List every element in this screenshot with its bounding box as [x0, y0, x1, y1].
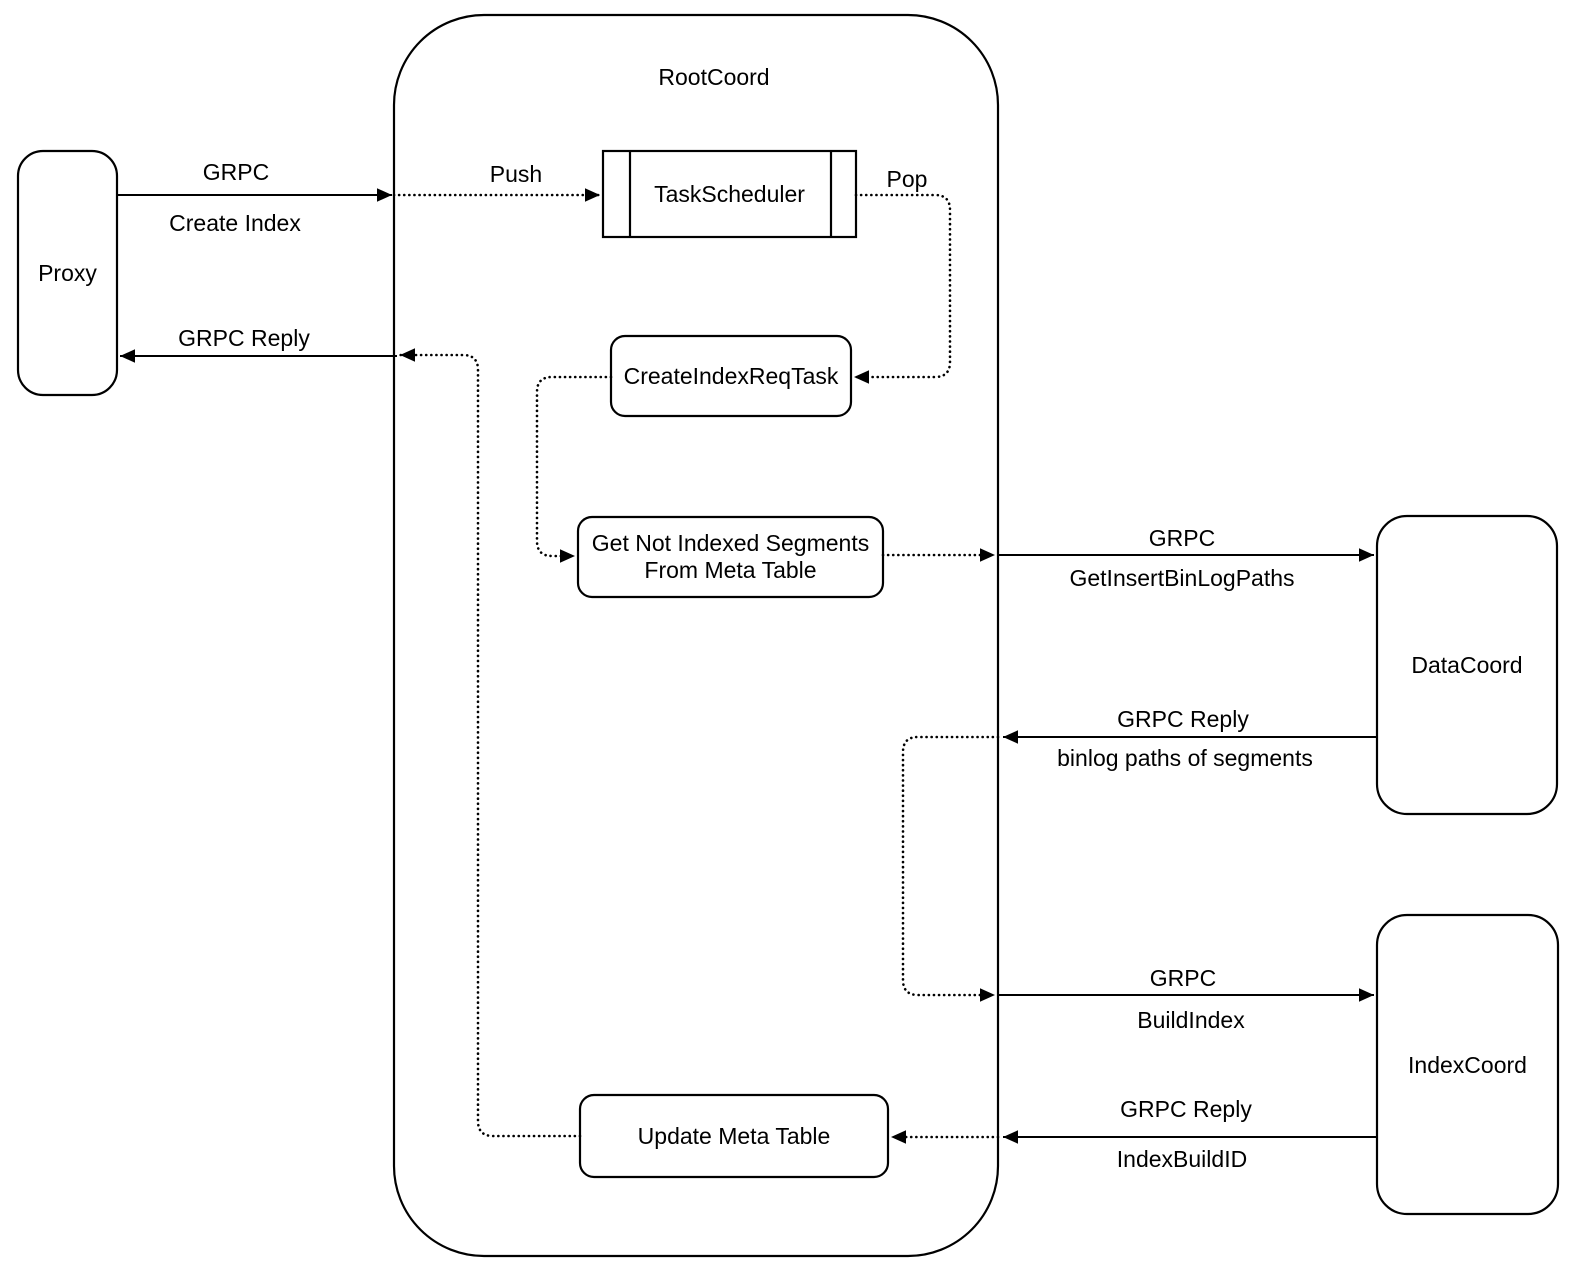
- edge-pop-label: Pop: [887, 166, 928, 192]
- edge-push-label: Push: [490, 161, 542, 187]
- edge-pop: [852, 193, 952, 384]
- rootcoord-label: RootCoord: [658, 64, 769, 90]
- edge-update-meta-to-reply: [398, 348, 582, 1138]
- edge-index-build-id-reply-protocol: GRPC Reply: [1120, 1096, 1252, 1122]
- indexcoord-node: [1375, 913, 1560, 1216]
- indexcoord-label: IndexCoord: [1408, 1052, 1527, 1078]
- edge-build-index-protocol: GRPC: [1150, 965, 1216, 991]
- edge-reply-to-build-index-loop: [901, 735, 1000, 1002]
- edge-get-insert-binlog-paths-protocol: GRPC: [1149, 525, 1215, 551]
- edge-grpc-reply-to-proxy-protocol: GRPC Reply: [178, 325, 310, 351]
- update-meta-table-label: Update Meta Table: [638, 1123, 831, 1149]
- create-index-req-task-label: CreateIndexReqTask: [624, 363, 839, 389]
- edge-get-insert-binlog-paths-method: GetInsertBinLogPaths: [1069, 565, 1294, 591]
- get-not-indexed-segments-label-line1: Get Not Indexed Segments: [592, 530, 869, 556]
- task-scheduler-node: [601, 149, 858, 239]
- edge-grpc-create-index-method: Create Index: [169, 210, 301, 236]
- edge-build-index-method: BuildIndex: [1137, 1007, 1245, 1033]
- get-not-indexed-segments-node: [576, 515, 885, 599]
- datacoord-label: DataCoord: [1411, 652, 1522, 678]
- datacoord-node: [1375, 514, 1559, 816]
- proxy-label: Proxy: [38, 260, 97, 286]
- edge-task-to-get-segments: [535, 375, 613, 563]
- edge-binlog-paths-reply-protocol: GRPC Reply: [1117, 706, 1249, 732]
- task-scheduler-label: TaskScheduler: [654, 181, 805, 207]
- rootcoord-container: [392, 13, 1000, 1258]
- proxy-node: [16, 149, 119, 397]
- edge-grpc-create-index-protocol: GRPC: [203, 159, 269, 185]
- get-not-indexed-segments-label-line2: From Meta Table: [644, 557, 816, 583]
- edge-index-build-id-reply-method: IndexBuildID: [1117, 1146, 1247, 1172]
- edge-binlog-paths-reply-method: binlog paths of segments: [1057, 745, 1313, 771]
